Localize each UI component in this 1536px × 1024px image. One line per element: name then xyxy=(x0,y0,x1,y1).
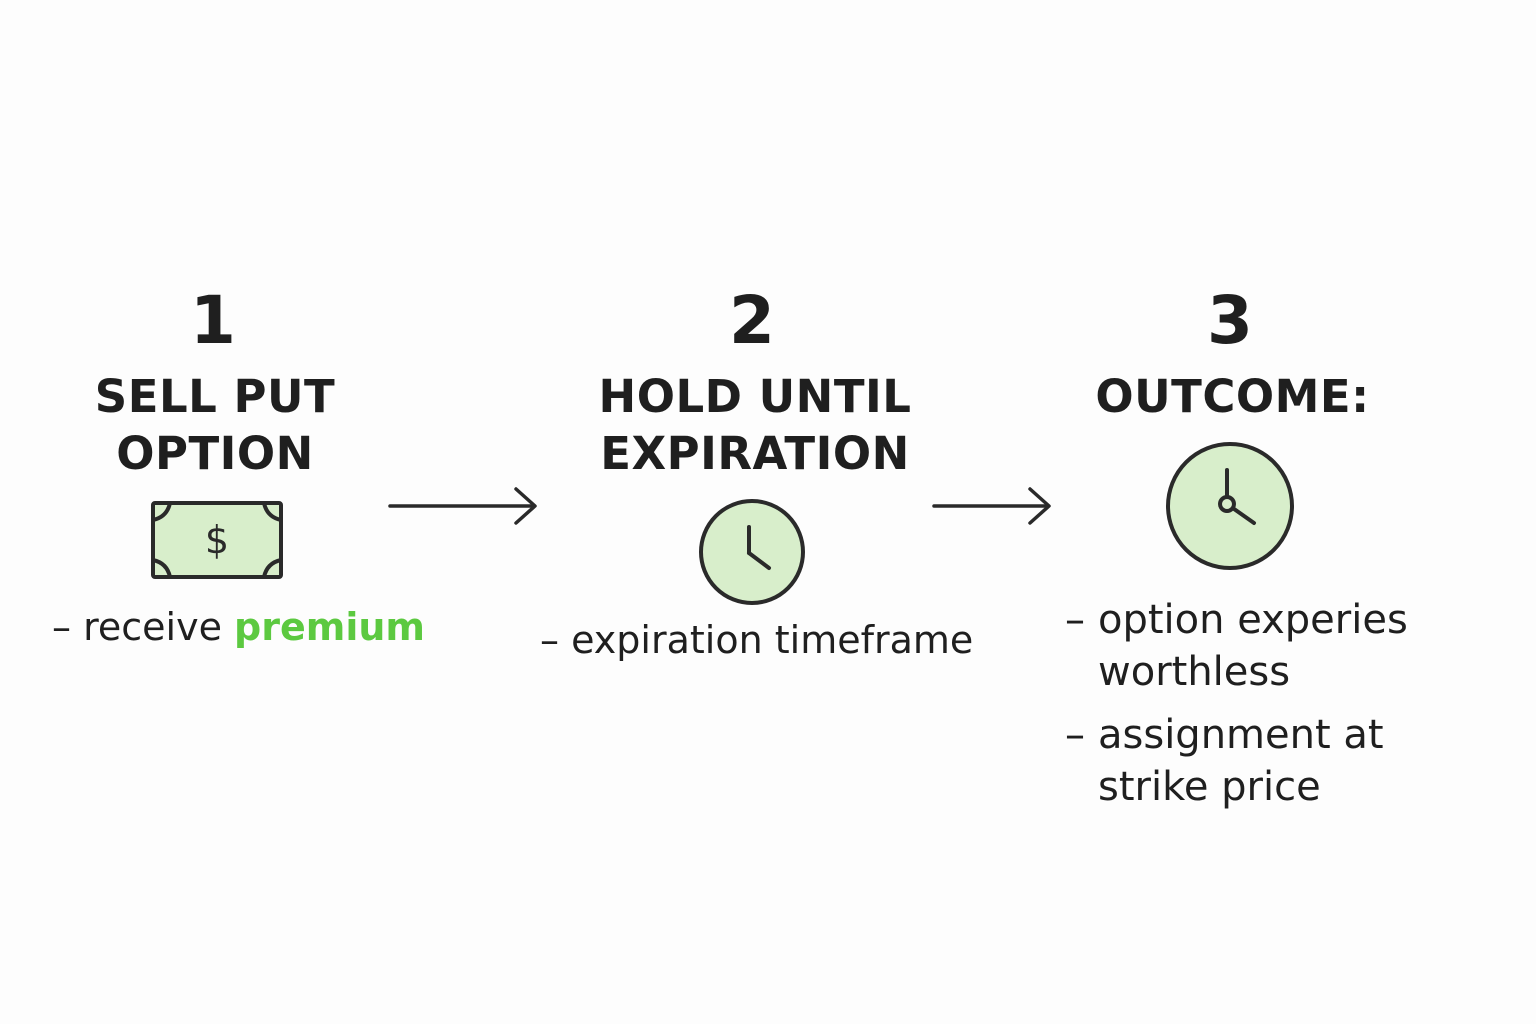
step-2-title-line-1: HOLD UNTIL xyxy=(598,370,912,423)
step-1-title-line-2: OPTION xyxy=(116,427,314,480)
outcome-2-line-1: assignment at xyxy=(1098,712,1384,758)
step-2-description: – expiration timeframe xyxy=(540,618,974,662)
step-2-title-line-2: EXPIRATION xyxy=(600,427,910,480)
step-3-title-line-1: OUTCOME: xyxy=(1095,370,1370,423)
dollar-bill-icon: $ xyxy=(151,501,283,579)
svg-text:$: $ xyxy=(205,518,229,562)
clock-icon xyxy=(699,499,805,605)
arrow-right-icon xyxy=(932,487,1051,525)
bullet-dash: – xyxy=(1065,597,1085,643)
clock-icon xyxy=(1166,442,1294,570)
outcome-1-line-2: worthless xyxy=(1098,649,1291,695)
outcome-1-line-1: option experies xyxy=(1098,597,1408,643)
bullet-dash: – xyxy=(1065,712,1085,758)
step-1-description: – receive premium xyxy=(52,601,425,653)
premium-highlight: premium xyxy=(234,605,426,649)
step-3-title: OUTCOME: xyxy=(1080,368,1385,425)
step-1-number: 1 xyxy=(190,282,236,359)
outcome-bullet-assignment: – assignment at strike price xyxy=(1065,709,1384,813)
outcome-bullet-worthless: – option experies worthless xyxy=(1065,594,1408,698)
step-1-title: SELL PUT OPTION xyxy=(65,368,365,482)
step-1-description-prefix: – receive xyxy=(52,605,235,649)
arrow-right-icon xyxy=(388,487,537,525)
step-3-number: 3 xyxy=(1207,282,1253,359)
step-2-number: 2 xyxy=(729,282,775,359)
outcome-2-line-2: strike price xyxy=(1098,764,1321,810)
step-2-title: HOLD UNTIL EXPIRATION xyxy=(585,368,925,482)
step-1-title-line-1: SELL PUT xyxy=(94,370,336,423)
